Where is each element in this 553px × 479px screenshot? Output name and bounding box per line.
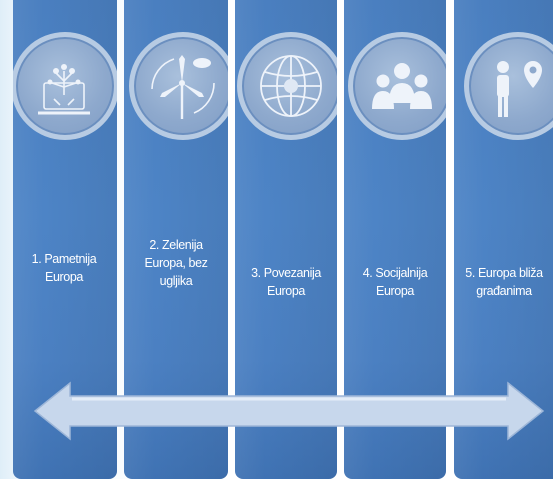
stage-icon-disc-2 (129, 32, 228, 140)
laptop-tree-icon (38, 64, 90, 115)
stage-label-5: 5. Europa bliža građanima (465, 266, 543, 298)
stage-label-2: 2. Zelenija Europa, bez ugljika (144, 238, 208, 288)
people-group-icon (372, 63, 432, 109)
stage-icon-disc-3 (237, 32, 337, 140)
person-location-icon (497, 61, 542, 117)
stage-icon-disc-4 (348, 32, 446, 140)
stage-icon-disc-1 (13, 32, 117, 140)
stage-panel-1: 1. Pametnija Europa (13, 0, 117, 479)
stage-label-3: 3. Povezanija Europa (251, 266, 321, 298)
globe-icon (260, 55, 322, 117)
stage-label-4: 4. Socijalnija Europa (362, 266, 428, 298)
stage-label-1: 1. Pametnija Europa (31, 252, 97, 284)
wind-turbine-icon (151, 55, 215, 119)
stage-icon-disc-5 (464, 32, 553, 140)
